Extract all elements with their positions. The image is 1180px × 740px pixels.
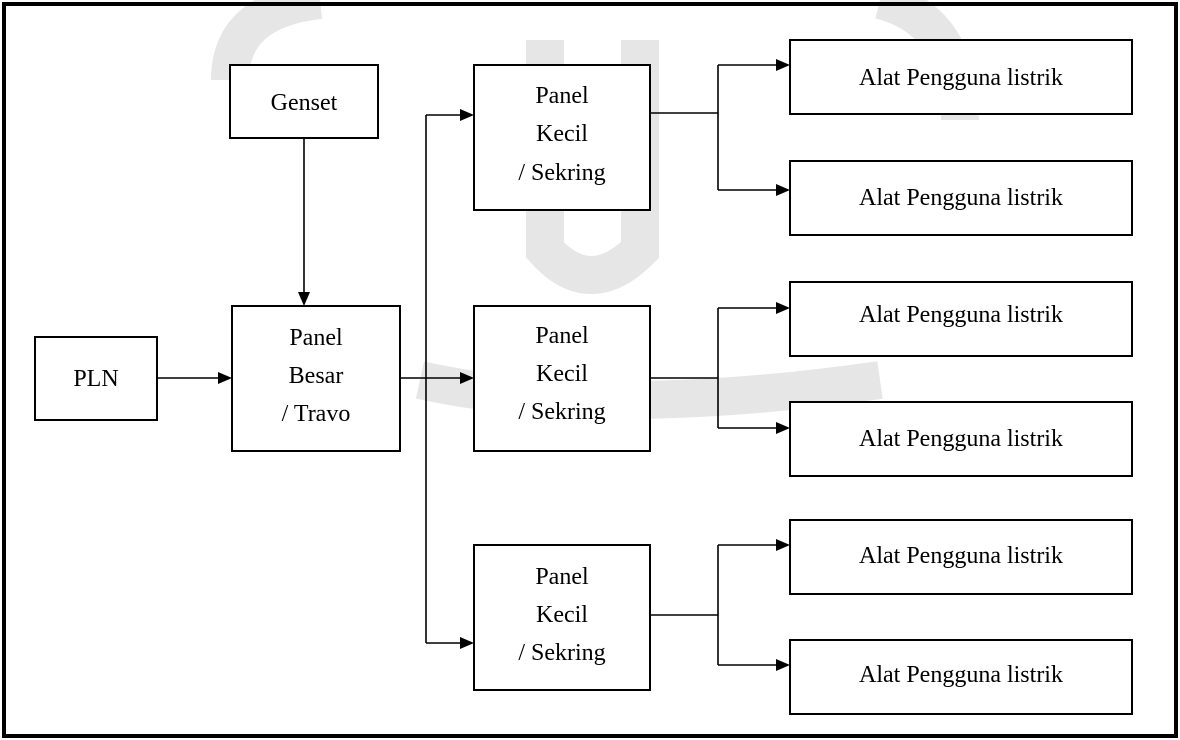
node-pln: PLN: [34, 336, 158, 421]
arrowhead: [776, 184, 790, 196]
connectors: [157, 59, 790, 671]
arrowhead: [776, 539, 790, 551]
node-label-line-2: Besar: [289, 363, 344, 389]
arrowhead: [460, 109, 474, 121]
node-label-line-3: / Travo: [282, 401, 351, 427]
arrowhead: [460, 372, 474, 384]
node-label-line-3: / Sekring: [518, 160, 605, 186]
node-panel-kecil-2: Panel Kecil / Sekring: [473, 305, 651, 452]
arrowhead: [776, 659, 790, 671]
arrowhead: [460, 637, 474, 649]
node-label: Alat Pengguna listrik: [859, 65, 1063, 91]
arrowhead: [776, 59, 790, 71]
node-alat-5: Alat Pengguna listrik: [789, 519, 1133, 595]
node-alat-2: Alat Pengguna listrik: [789, 160, 1133, 236]
node-label-line-2: Kecil: [536, 121, 588, 147]
node-label-line-3: / Sekring: [518, 399, 605, 425]
node-label-line-2: Kecil: [536, 602, 588, 628]
node-panel-besar: Panel Besar / Travo: [231, 305, 401, 452]
node-label-line-2: Kecil: [536, 361, 588, 387]
node-label-line-3: / Sekring: [518, 640, 605, 666]
node-label: Alat Pengguna listrik: [859, 426, 1063, 452]
arrowhead: [776, 302, 790, 314]
node-label: Alat Pengguna listrik: [859, 543, 1063, 569]
node-label: Alat Pengguna listrik: [859, 302, 1063, 328]
node-label: Genset: [271, 90, 338, 116]
node-alat-4: Alat Pengguna listrik: [789, 401, 1133, 477]
node-label: Alat Pengguna listrik: [859, 662, 1063, 688]
node-alat-1: Alat Pengguna listrik: [789, 39, 1133, 115]
node-label: Alat Pengguna listrik: [859, 185, 1063, 211]
node-label: PLN: [73, 366, 118, 392]
arrowhead: [776, 422, 790, 434]
node-label-line-1: Panel: [535, 323, 589, 349]
node-label-line-1: Panel: [535, 564, 589, 590]
arrowhead: [298, 292, 310, 306]
node-genset: Genset: [229, 64, 379, 139]
node-panel-kecil-1: Panel Kecil / Sekring: [473, 64, 651, 211]
node-label-line-1: Panel: [535, 83, 589, 109]
node-alat-6: Alat Pengguna listrik: [789, 639, 1133, 715]
node-panel-kecil-3: Panel Kecil / Sekring: [473, 544, 651, 691]
arrowhead: [218, 372, 232, 384]
node-label-line-1: Panel: [289, 325, 343, 351]
node-alat-3: Alat Pengguna listrik: [789, 281, 1133, 357]
